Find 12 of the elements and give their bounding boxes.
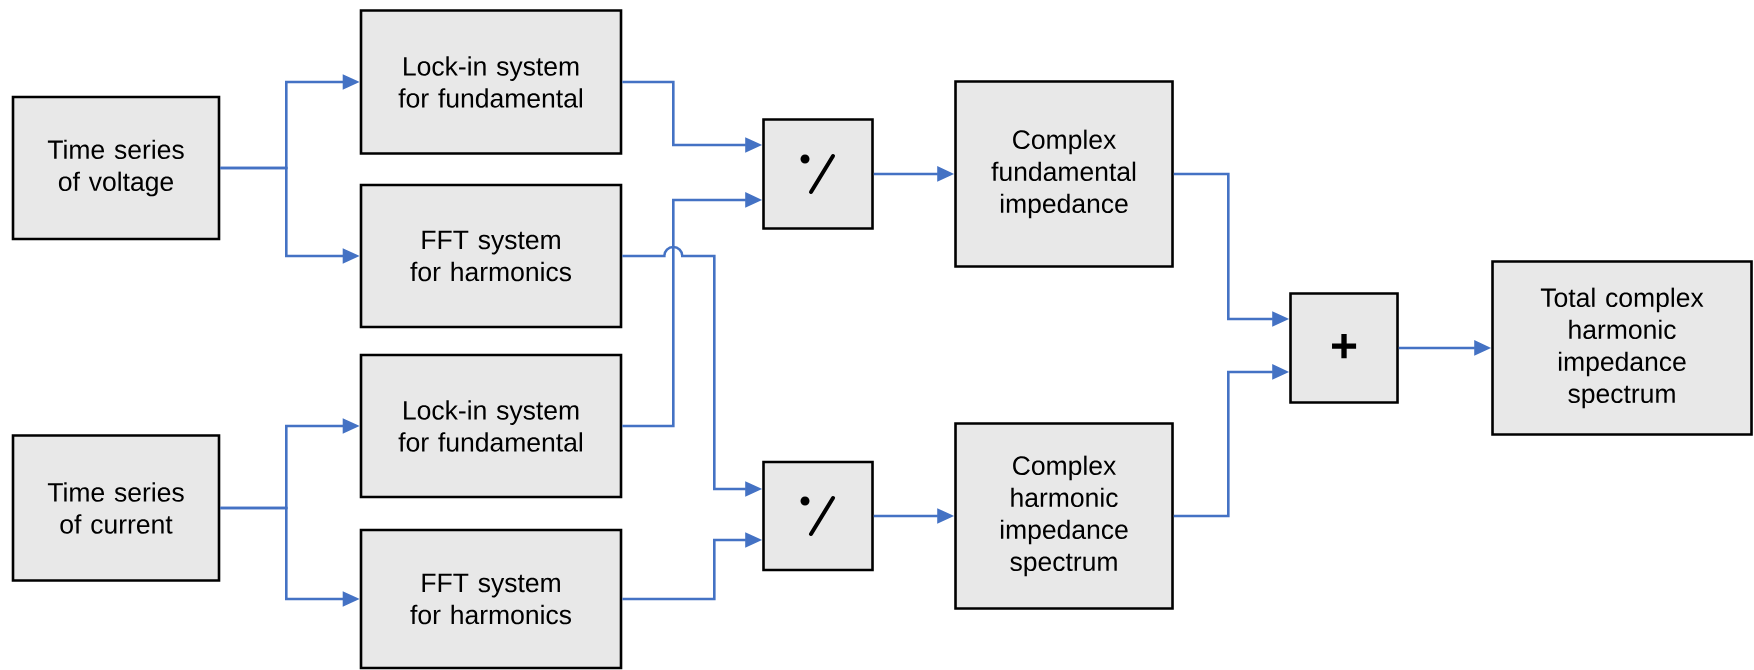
- process-box: Complex harmonic impedance spectrum: [954, 422, 1174, 610]
- process-box: FFT system for harmonics: [359, 528, 623, 670]
- process-box: Time series of voltage: [11, 95, 221, 241]
- process-box: Lock-in system for fundamental: [359, 9, 623, 155]
- process-box: Total complex harmonic impedance spectrum: [1491, 260, 1753, 436]
- process-box: Complex fundamental impedance: [954, 80, 1174, 268]
- process-box: Lock-in system for fundamental: [359, 353, 623, 499]
- sum-box: +: [1289, 292, 1399, 404]
- process-box: Time series of current: [11, 434, 221, 582]
- divide-box: [762, 460, 874, 572]
- process-box: FFT system for harmonics: [359, 183, 623, 329]
- divide-box: [762, 118, 874, 230]
